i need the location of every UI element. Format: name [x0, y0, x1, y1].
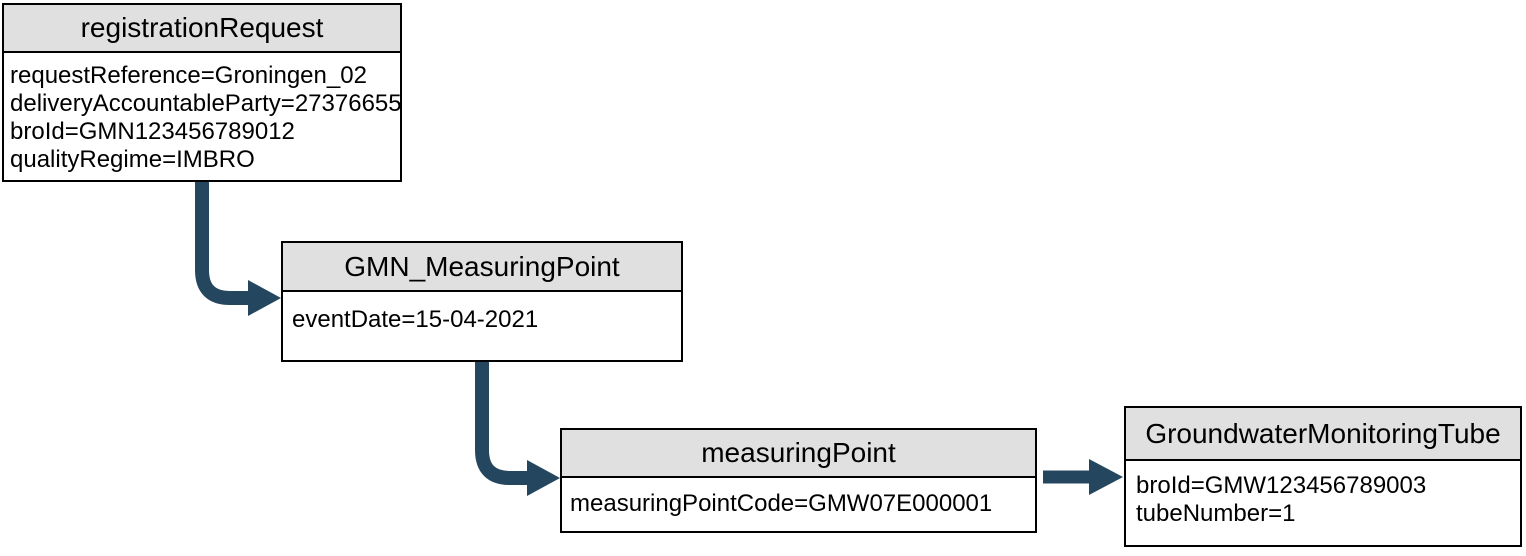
arrow-registrationRequest-to-GMN_MeasuringPoint-icon: [195, 182, 281, 316]
node-groundwater-monitoring-tube: GroundwaterMonitoringTube broId=GMW12345…: [1124, 406, 1522, 547]
node-attributes: requestReference=Groningen_02 deliveryAc…: [4, 53, 400, 174]
node-attributes: measuringPointCode=GMW07E000001: [562, 478, 1035, 518]
node-measuring-point: measuringPoint measuringPointCode=GMW07E…: [560, 428, 1037, 533]
attribute-quality-regime: qualityRegime=IMBRO: [10, 146, 255, 173]
arrow-GMN_MeasuringPoint-to-measuringPoint-icon: [475, 362, 560, 496]
attribute-delivery-accountable-party: deliveryAccountableParty=27376655: [10, 90, 400, 117]
node-registration-request: registrationRequest requestReference=Gro…: [2, 3, 402, 182]
attribute-bro-id: broId=GMN123456789012: [10, 118, 295, 145]
attribute-event-date: eventDate=15-04-2021: [292, 306, 539, 333]
attribute-bro-id: broId=GMW123456789003: [1136, 472, 1427, 499]
arrow-measuringPoint-to-GroundwaterMonitoringTube-icon: [1043, 459, 1123, 495]
node-title-gmn-measuring-point: GMN_MeasuringPoint: [283, 243, 681, 292]
attribute-request-reference: requestReference=Groningen_02: [10, 62, 367, 89]
node-title-groundwater-monitoring-tube: GroundwaterMonitoringTube: [1126, 408, 1520, 461]
node-title-measuring-point: measuringPoint: [562, 430, 1035, 478]
node-gmn-measuring-point: GMN_MeasuringPoint eventDate=15-04-2021: [281, 241, 683, 362]
arrow-head-icon: [527, 460, 560, 496]
arrow-head-icon: [248, 280, 281, 316]
arrow-elbow-line: [475, 362, 528, 485]
node-title-registration-request: registrationRequest: [4, 5, 400, 53]
attribute-tube-number: tubeNumber=1: [1136, 500, 1296, 527]
attribute-measuring-point-code: measuringPointCode=GMW07E000001: [570, 490, 993, 517]
node-attributes: eventDate=15-04-2021: [283, 292, 681, 334]
node-attributes: broId=GMW123456789003 tubeNumber=1: [1126, 461, 1520, 528]
arrow-head-icon: [1089, 459, 1123, 495]
arrow-elbow-line: [195, 182, 249, 305]
